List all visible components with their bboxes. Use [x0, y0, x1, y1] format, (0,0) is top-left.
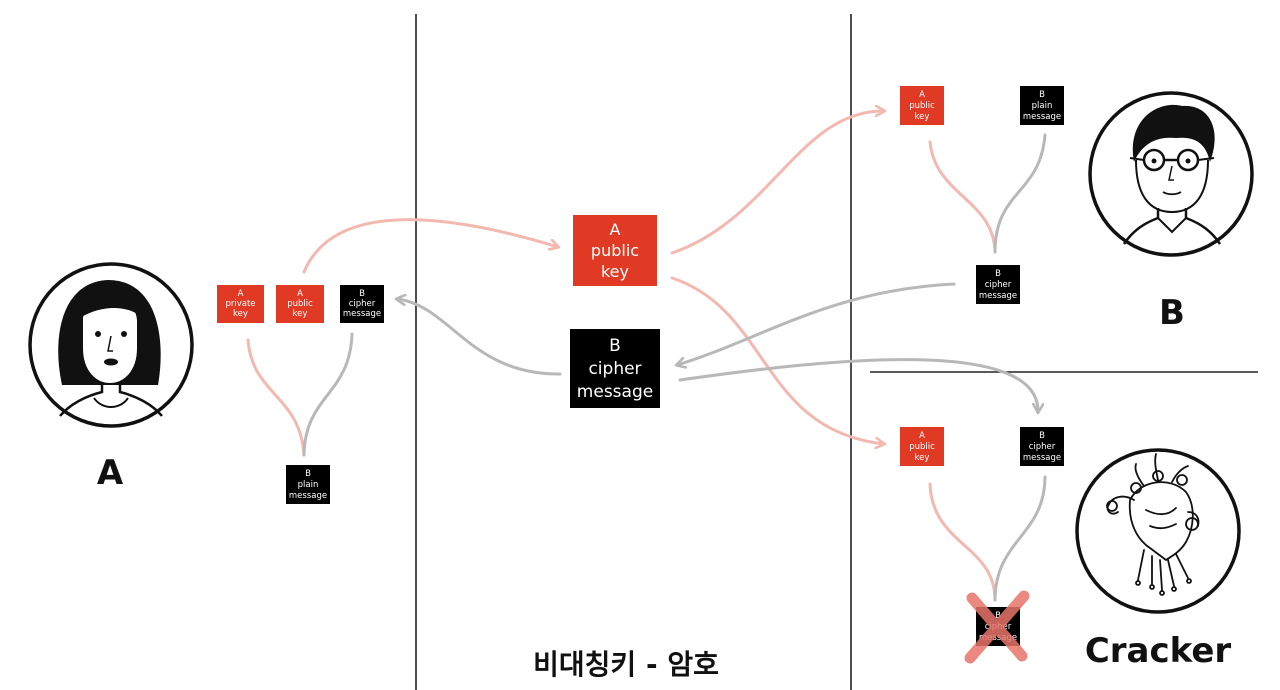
box-line: public	[909, 442, 935, 452]
b-plain-to-cipher-curve	[995, 135, 1045, 252]
box-line: A	[297, 289, 303, 299]
person-b-label: B	[1159, 293, 1185, 333]
box-line: B	[995, 269, 1001, 279]
a-public-key-box: A public key	[276, 285, 324, 323]
woman-avatar-icon	[30, 264, 192, 426]
cracker-public-key-to-cipher-curve	[930, 484, 995, 600]
center-cipher-to-cracker-arrow	[680, 360, 1038, 412]
cracker-hand-icon	[1077, 450, 1239, 612]
person-a-label: A	[97, 453, 124, 493]
a-plain-message-box: B plain message	[286, 465, 330, 504]
b-public-key-to-cipher-curve	[930, 142, 995, 252]
box-line: B	[1039, 90, 1045, 100]
cracker-public-key-box: A public key	[900, 427, 944, 466]
box-line: B	[305, 469, 311, 479]
center-cipher-to-a-arrow	[397, 299, 560, 374]
box-line: key	[233, 309, 248, 319]
box-line: message	[289, 491, 327, 501]
box-line: cipher	[1029, 442, 1056, 452]
box-line: cipher	[349, 299, 376, 309]
box-line: message	[343, 309, 381, 319]
box-line: key	[915, 453, 930, 463]
box-line: plain	[1032, 101, 1053, 111]
cracker-cipher-message-box: B cipher message	[1020, 427, 1064, 466]
b-cipher-message-box: B cipher message	[976, 265, 1020, 304]
b-cipher-to-center-arrow	[677, 284, 954, 365]
box-line: A	[610, 220, 621, 239]
a-private-key-to-plain-curve	[248, 340, 304, 455]
box-line: public	[909, 101, 935, 111]
box-line: public	[287, 299, 313, 309]
center-public-key-box: A public key	[573, 215, 657, 286]
box-line: A	[919, 90, 925, 100]
a-public-key-to-center-arrow	[304, 220, 558, 272]
box-line: private	[225, 299, 255, 309]
box-line: public	[591, 241, 639, 260]
man-with-glasses-avatar-icon	[1090, 93, 1252, 255]
center-cipher-message-box: B cipher message	[570, 329, 660, 408]
box-line: B	[1039, 431, 1045, 441]
box-line: A	[238, 289, 244, 299]
a-private-key-box: A private key	[217, 285, 264, 323]
box-line: cipher	[588, 359, 641, 379]
box-line: message	[1023, 453, 1061, 463]
box-line: key	[293, 309, 308, 319]
box-line: message	[1023, 112, 1061, 122]
a-cipher-message-box: B cipher message	[340, 285, 384, 323]
b-plain-message-box: B plain message	[1020, 86, 1064, 125]
box-line: message	[577, 382, 653, 402]
box-line: B	[359, 289, 365, 299]
center-public-key-to-b-arrow	[672, 111, 884, 253]
box-line: B	[609, 336, 621, 356]
diagram-caption: 비대칭키 - 암호	[533, 648, 719, 681]
box-line: plain	[298, 480, 319, 490]
a-cipher-to-plain-curve	[304, 334, 352, 455]
cracker-label: Cracker	[1085, 631, 1232, 671]
cracker-cipher-to-result-curve	[995, 477, 1045, 600]
box-line: key	[601, 262, 629, 281]
box-line: message	[979, 291, 1017, 301]
b-public-key-box: A public key	[900, 86, 944, 125]
box-line: key	[915, 112, 930, 122]
box-line: cipher	[985, 280, 1012, 290]
box-line: A	[919, 431, 925, 441]
